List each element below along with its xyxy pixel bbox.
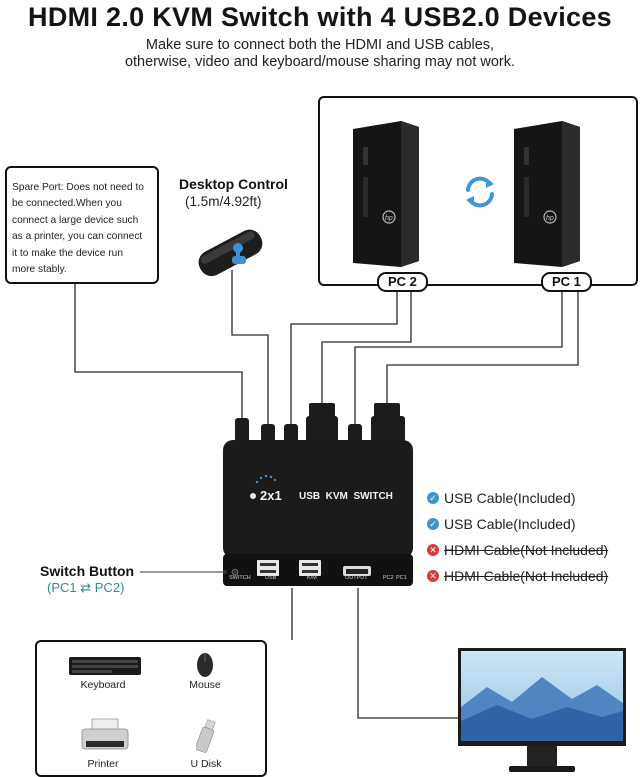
hp-logo-icon: hp	[385, 215, 393, 222]
pc1-hdmi-connector	[371, 416, 405, 444]
printer-label: Printer	[87, 758, 119, 770]
desktop-control-title: Desktop Control	[179, 176, 288, 192]
pc2-hdmi-line	[321, 290, 412, 405]
monitor	[458, 648, 626, 772]
switch-sub-right: PC2)	[94, 580, 125, 595]
switch-sub-left: (PC1	[47, 580, 77, 595]
cable-item: ✕ HDMI Cable(Not Included)	[427, 540, 608, 560]
pc1-tag: PC 1	[541, 272, 592, 292]
cross-icon: ✕	[427, 570, 439, 582]
switch-badge: 2x1	[260, 488, 282, 503]
output-line	[357, 588, 458, 719]
page-title: HDMI 2.0 KVM Switch with 4 USB2.0 Device…	[28, 2, 612, 32]
switch-label: USB KVM SWITCH	[299, 491, 393, 502]
port-label-pc1: PC1	[396, 575, 407, 581]
pc2-hdmi-connector	[306, 416, 338, 444]
keyboard-icon	[69, 657, 141, 675]
cable-label: HDMI Cable(Not Included)	[444, 542, 609, 558]
pc1-hdmi-line	[386, 290, 579, 405]
swap-arrows-icon: ⇄	[80, 580, 92, 595]
pc1-usb-connector	[348, 424, 362, 444]
pc1-usb-line	[354, 290, 563, 425]
cable-label: USB Cable(Included)	[444, 490, 576, 506]
pc2-hdmi-cable	[309, 403, 335, 417]
hp-logo-icon: hp	[546, 215, 554, 222]
cable-label: HDMI Cable(Not Included)	[444, 568, 609, 584]
check-icon: ✓	[427, 492, 439, 504]
spare-line-2: be connected.When you	[12, 198, 122, 210]
pc1-hdmi-cable	[374, 403, 400, 417]
spare-port-text: Spare Port: Does not need to be connecte…	[12, 180, 152, 278]
swap-icon	[466, 176, 494, 208]
pc2-usb-line	[290, 290, 398, 425]
spare-line-1: Spare Port: Does not need to	[12, 182, 144, 193]
pc2-tag: PC 2	[377, 272, 428, 292]
cable-label: USB Cable(Included)	[444, 516, 576, 532]
mouse-label: Mouse	[189, 679, 221, 691]
desktop-control-remote[interactable]	[190, 222, 270, 282]
usb-disk-icon	[196, 719, 216, 753]
port-label-usb: USB	[265, 575, 277, 581]
udisk-label: U Disk	[190, 758, 222, 770]
spare-line-6: more stably.	[12, 264, 67, 276]
cable-item: ✓ USB Cable(Included)	[427, 514, 576, 534]
keyboard-label: Keyboard	[80, 679, 126, 691]
desktop-control-connector	[261, 424, 275, 444]
desktop-control-length: (1.5m/4.92ft)	[185, 194, 262, 209]
pc2-tower: hp	[353, 121, 419, 267]
pc2-usb-connector	[284, 424, 298, 444]
pc1-tower: hp	[514, 121, 580, 267]
port-label-km: K/M	[307, 575, 317, 581]
spare-line-3: connect a large device such	[12, 214, 139, 226]
printer-icon	[81, 718, 129, 750]
subtitle-line-2: otherwise, video and keyboard/mouse shar…	[124, 54, 516, 70]
touch-icon	[232, 243, 246, 264]
kvm-switch-unit	[223, 440, 413, 586]
spare-port-connector	[235, 418, 249, 444]
mouse-icon	[197, 653, 213, 677]
desktop-control-line	[231, 270, 269, 425]
cross-icon: ✕	[427, 544, 439, 556]
cable-item: ✓ USB Cable(Included)	[427, 488, 576, 508]
spare-line-5: it to make the device run	[12, 247, 123, 259]
switch-button-pointer	[140, 570, 227, 574]
port-label-pc2: PC2	[383, 575, 394, 581]
spare-port-line	[74, 282, 243, 425]
spare-line-4: as a printer, you can connect	[12, 231, 143, 243]
cable-item: ✕ HDMI Cable(Not Included)	[427, 566, 608, 586]
check-icon: ✓	[427, 518, 439, 530]
port-label-output: OUTPUT	[345, 575, 368, 581]
spare-port-note	[5, 166, 159, 284]
page-subtitle: Make sure to connect both the HDMI and U…	[0, 37, 640, 71]
switch-button-title: Switch Button	[40, 563, 135, 579]
subtitle-line-1: Make sure to connect both the HDMI and U…	[145, 37, 495, 53]
port-label-switch: SWITCH	[229, 575, 251, 581]
switch-button-sub: (PC1 ⇄ PC2)	[47, 580, 124, 596]
